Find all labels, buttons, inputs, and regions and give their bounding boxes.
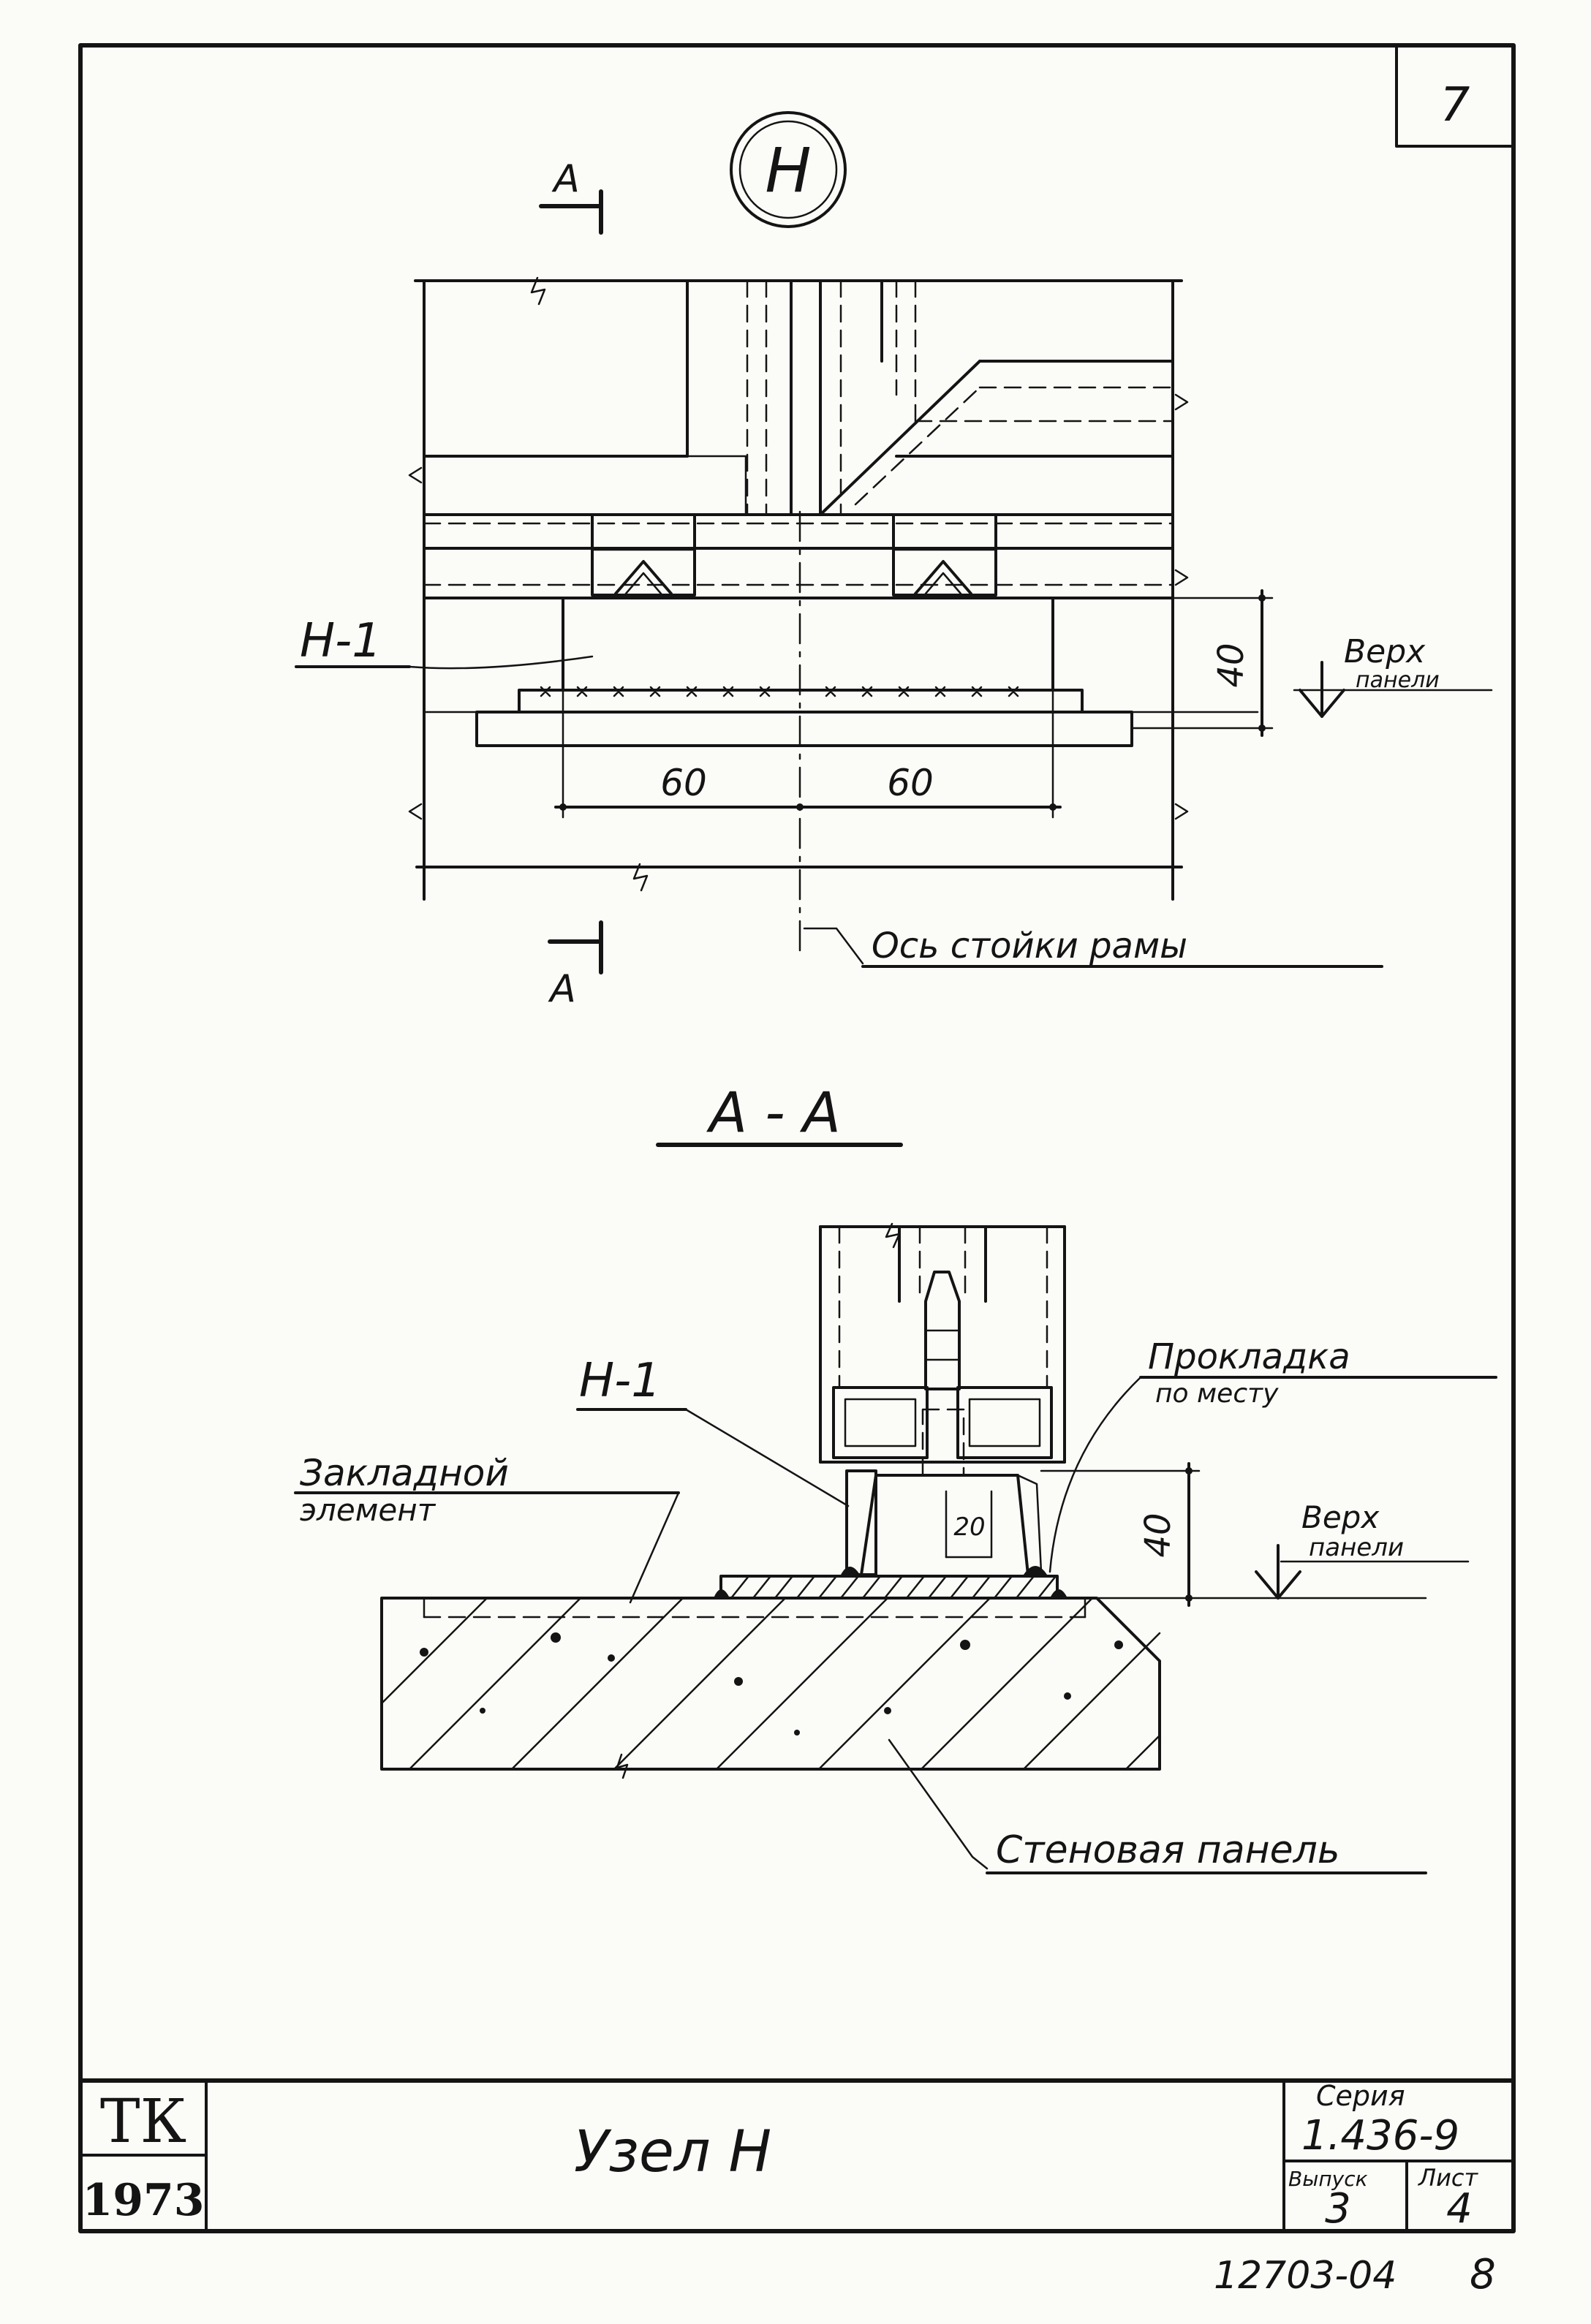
section-dim-inner: 20 [953,1513,985,1542]
plan-dim-right: 60 [887,762,934,804]
series-label: Серия [1316,2080,1405,2112]
title-block: ТК 1973 Узел Н Серия 1.436-9 Выпуск 3 Ли… [78,2078,1514,2233]
sheet-number: 7 [1440,78,1470,132]
gasket-label-2: по месту [1155,1379,1279,1409]
issue-label: Выпуск [1288,2167,1368,2191]
page-number: 8 [1470,2251,1496,2298]
node-marker-label: Н [765,135,811,206]
drawing-title: Узел Н [574,2119,771,2185]
embedded-label-2: элемент [300,1492,437,1528]
section-mark-bottom-letter: А [548,967,576,1011]
section-view: А - А 20 [294,1080,1497,1874]
issue-value: 3 [1325,2185,1351,2233]
section-mark-top-letter: А [551,157,580,201]
section-mark-bottom: А [548,920,603,1011]
plan-view: 60 60 40 Верх панели Н-1 Ось стойки рамы [295,276,1493,968]
year-stamp: 1973 [83,2175,205,2226]
doc-number: 12703-04 [1214,2254,1397,2298]
sheet-number-box [1395,44,1513,148]
plan-part-h1 [562,597,1054,692]
wall-panel [380,1597,1161,1771]
plan-part-label: Н-1 [300,614,382,668]
series-value: 1.436-9 [1301,2112,1459,2160]
sheet-label: Лист [1418,2164,1478,2192]
plan-level-label-2: панели [1356,667,1440,693]
plan-dim-left: 60 [660,762,707,804]
section-level-label-1: Верх [1301,1499,1380,1535]
sheet-value: 4 [1446,2185,1473,2233]
section-dim-height: 40 [1138,1513,1179,1557]
plan-dim-height: 40 [1211,643,1252,687]
section-title: А - А [706,1080,841,1145]
org-stamp: ТК [100,2087,186,2157]
node-marker-circle-inner [738,120,838,219]
panel-label: Стеновая панель [996,1828,1339,1872]
section-level-label-2: панели [1309,1533,1404,1562]
plan-axis-label: Ось стойки рамы [872,926,1187,966]
section-mark-top: А [539,157,603,235]
embedded-label-1: Закладной [300,1452,509,1494]
gasket-label-1: Прокладка [1148,1336,1350,1377]
plan-level-label-1: Верх [1344,633,1426,670]
node-marker-circle-outer [730,111,847,228]
sheet-frame [78,43,1516,2233]
section-part-label: Н-1 [579,1354,661,1408]
section-part-h1 [845,1469,877,1576]
